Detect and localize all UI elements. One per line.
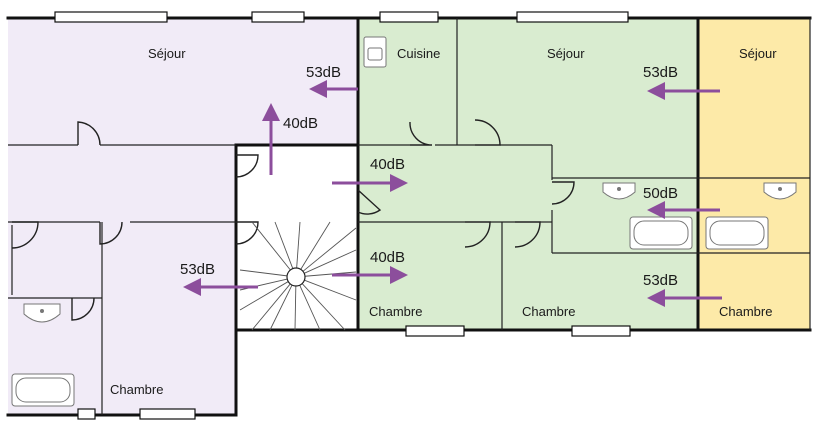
green-zone [358,18,698,330]
db-label-corridor: 40dB [370,156,405,173]
db-labels: 53dB 40dB 40dB 53dB 50dB 53dB 40dB 53dB [180,64,678,289]
room-label-chambre-green-left: Chambre [369,304,422,319]
room-labels: Séjour Cuisine Séjour Séjour Chambre Cha… [110,46,777,397]
fixtures [11,36,797,407]
db-label-stair-up: 40dB [283,115,318,132]
db-label-chambre-right: 53dB [643,272,678,289]
stair-newel [286,267,306,287]
zone-fills [8,18,810,415]
stair-tread [304,271,357,277]
stair-tread [301,283,346,331]
yellow-zone [698,18,810,330]
sink-icon [602,182,636,200]
stair-tread [300,221,331,270]
room-label-cuisine: Cuisine [397,46,440,61]
sink-icon [363,36,387,68]
interior-walls [8,18,810,415]
room-label-chambre-right: Chambre [719,304,772,319]
sink-icon [763,182,797,200]
stair-tread [302,227,357,272]
room-label-sejour-right: Séjour [739,46,777,61]
stair-tread [304,249,357,274]
spiral-staircase-icon [239,221,357,331]
db-label-chambre-green: 40dB [370,249,405,266]
bathtub-icon [629,216,693,250]
stair-tread [239,281,289,311]
stair-tread [296,221,301,269]
windows [54,11,631,420]
stair-tread [251,221,291,271]
stair-tread [239,269,288,277]
sound-arrows [183,80,722,307]
stairwell [236,145,358,330]
stair-tread [304,279,357,301]
stair-tread [294,285,297,331]
bathtub-icon [705,216,769,250]
stair-tread [251,283,291,331]
sink-icon [23,303,61,323]
db-label-left-sejour: 53dB [306,64,341,81]
bathtub-icon [11,373,75,407]
room-label-chambre-bottom-left: Chambre [110,382,163,397]
db-label-chambre-left: 53dB [180,261,215,278]
room-label-sejour-middle: Séjour [547,46,585,61]
stair-tread [299,285,321,331]
doors [11,119,575,321]
room-label-chambre-green-right: Chambre [522,304,575,319]
db-label-middle-sejour: 53dB [643,64,678,81]
stair-tread [274,221,294,269]
room-label-sejour-left: Séjour [148,46,186,61]
db-label-bathroom: 50dB [643,185,678,202]
stair-tread [269,284,293,331]
